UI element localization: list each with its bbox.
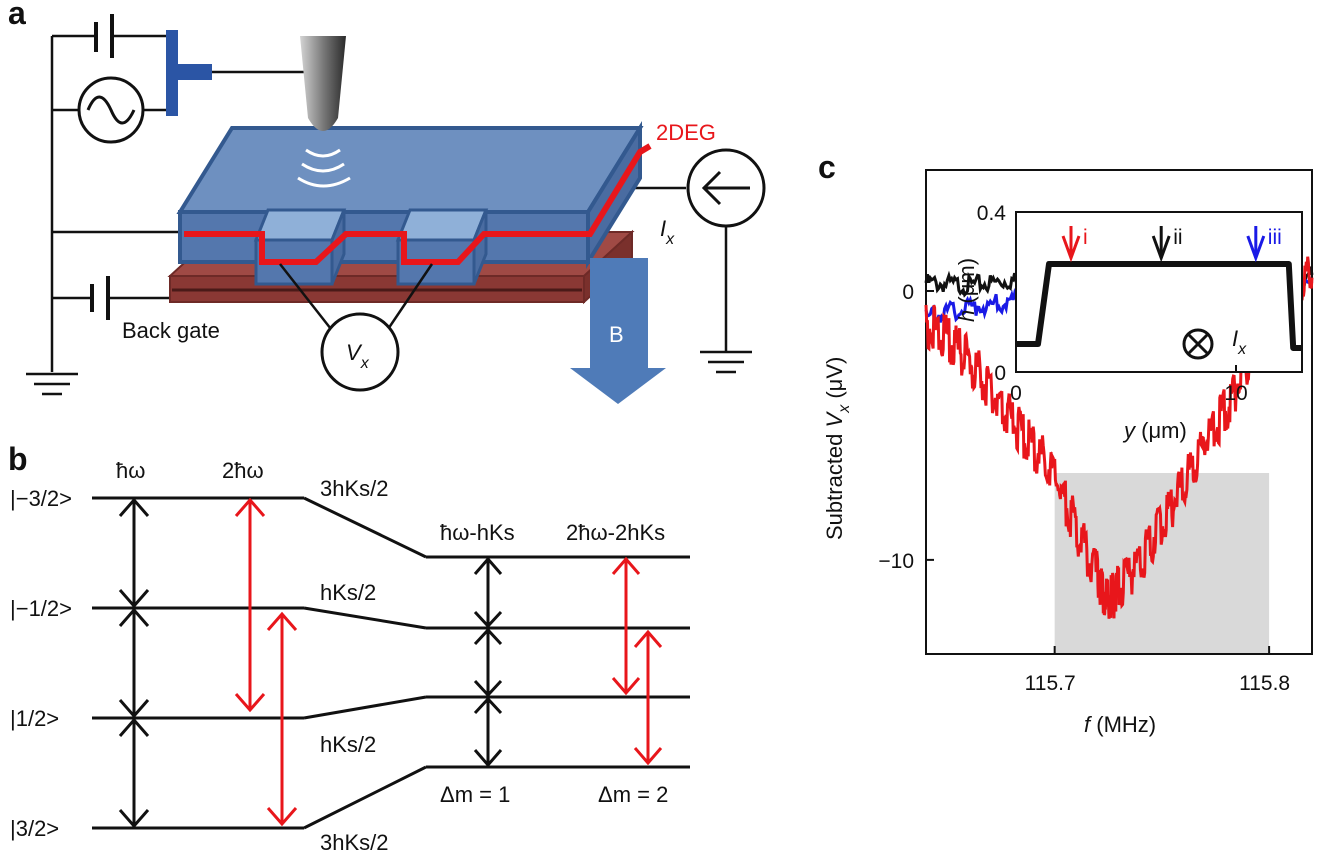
ground-left (26, 372, 78, 396)
main-xlabel: f (MHz) (1084, 712, 1156, 737)
marker-label: iii (1268, 226, 1282, 249)
current-source (686, 148, 766, 228)
dm1-transitions-right (473, 556, 503, 768)
state-label: |1/2> (10, 706, 59, 731)
2hw-minus-2hks-label: 2ħω-2hKs (566, 520, 665, 545)
hw-minus-hks-label: ħω-hKs (440, 520, 515, 545)
main-plot-tick-labels: 115.7 115.8 0 −10 (878, 281, 1290, 695)
energy-3hks-bottom: 3hKs/2 (320, 830, 389, 855)
main-plot-frame (925, 169, 1313, 655)
inset-y-tick-label: 0 (994, 362, 1006, 385)
magnetic-field-arrow (570, 258, 666, 404)
dm2-transitions-right (611, 556, 663, 766)
panel-b-label: b (8, 441, 28, 477)
inset-y-tick-label: 0.4 (977, 202, 1007, 225)
marker-label: ii (1173, 226, 1182, 249)
state-label: |3/2> (10, 816, 59, 841)
ground-right (700, 350, 752, 374)
height-profile-line (1016, 261, 1302, 351)
hbar-omega-label: ħω (116, 458, 145, 483)
delta-m1-label: Δm = 1 (440, 782, 510, 807)
contact-pads (253, 208, 489, 286)
2deg-label: 2DEG (656, 120, 716, 145)
back-gate-label: Back gate (122, 318, 220, 343)
b-field-label: B (609, 322, 624, 347)
back-gate-capacitor (90, 276, 110, 320)
inset-frame (1015, 211, 1303, 373)
inset-x-tick-label: 0 (1010, 382, 1022, 405)
y-tick-label: −10 (878, 550, 914, 573)
energy-hks-bottom: hKs/2 (320, 732, 376, 757)
energy-levels (92, 496, 690, 830)
2deg-channel (184, 143, 652, 265)
marker-label: i (1083, 226, 1088, 249)
inset-ix-label: Ix (1232, 326, 1247, 358)
delta-m2-label: Δm = 2 (598, 782, 668, 807)
state-label: |−3/2> (10, 486, 72, 511)
circuit-wiring (50, 34, 728, 372)
energy-3hks-top: 3hKs/2 (320, 476, 389, 501)
marker-arrowhead (1151, 235, 1171, 263)
state-label: |−1/2> (10, 596, 72, 621)
ac-source (77, 76, 145, 144)
y-tick-label: 0 (902, 281, 914, 304)
marker-arrowhead (1061, 235, 1081, 263)
surface-acoustic-waves (297, 148, 351, 188)
main-ylabel: Subtracted Vx (μV) (822, 357, 853, 540)
current-into-page-icon (1182, 328, 1214, 360)
marker-arrowhead (1246, 235, 1266, 263)
capacitor-top (94, 14, 114, 58)
main-plot-ticks (926, 290, 1271, 654)
state-labels: |−3/2> |−1/2> |1/2> |3/2> (10, 486, 72, 841)
inset-ticks (1015, 211, 1237, 373)
vx-label: Vx (346, 340, 370, 372)
panel-c-label: c (818, 149, 836, 185)
inset-xlabel: y (μm) (1122, 418, 1187, 443)
voltage-meter (279, 263, 434, 392)
x-tick-label: 115.7 (1025, 672, 1076, 695)
inset-series (1016, 261, 1302, 351)
dm2-transitions-left (234, 497, 298, 827)
dm1-transitions-left (118, 497, 150, 829)
probe-tip (300, 36, 346, 131)
x-tick-label: 115.8 (1239, 672, 1290, 695)
panel-a-label: a (8, 0, 26, 31)
inset-x-tick-label: 10 (1224, 382, 1247, 405)
energy-hks-top: hKs/2 (320, 580, 376, 605)
bias-tee (166, 30, 212, 116)
inset-ylabel: h (μm) (954, 258, 979, 322)
2hbar-omega-label: 2ħω (222, 458, 264, 483)
ix-label: Ix (660, 216, 675, 248)
inset-tick-labels: 0 10 0.4 0 (977, 202, 1248, 405)
